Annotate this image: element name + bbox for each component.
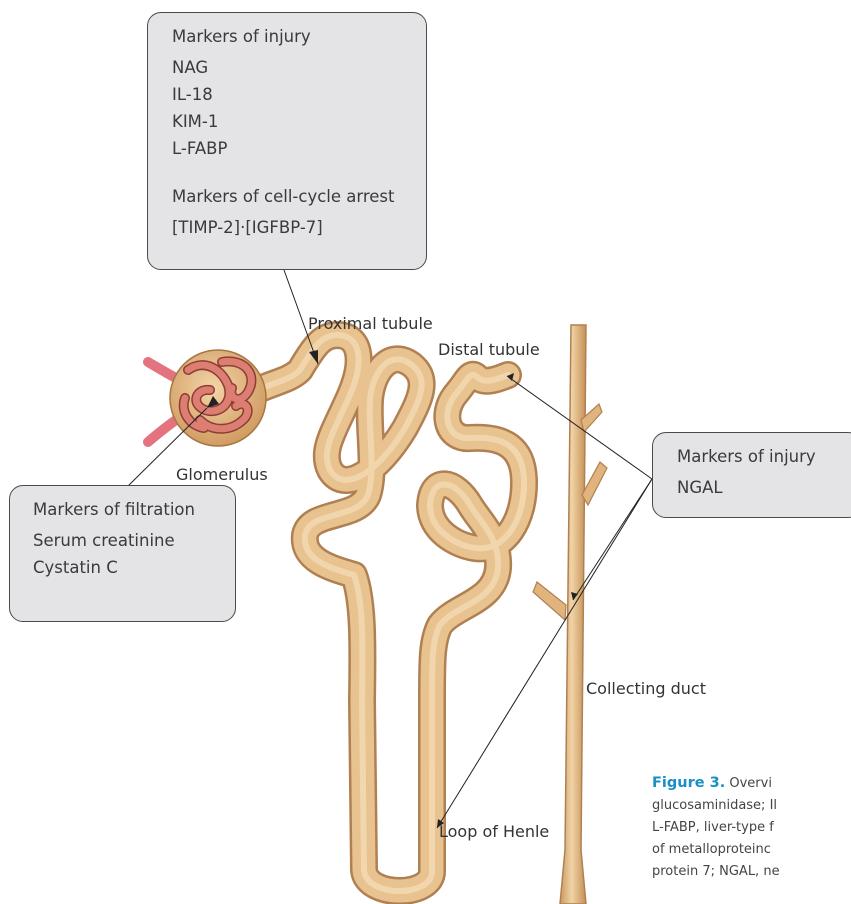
marker-item: NAG — [172, 54, 426, 81]
caption-line: Overvi — [729, 776, 772, 791]
renal-tubule — [258, 335, 524, 891]
caption-line: glucosaminidase; Il — [652, 795, 851, 817]
marker-item: NGAL — [677, 474, 851, 501]
label-proximal-tubule: Proximal tubule — [308, 314, 433, 333]
caption-line: of metalloproteinc — [652, 839, 851, 861]
box-title-injury: Markers of injury — [677, 443, 851, 470]
box-title-injury: Markers of injury — [172, 23, 426, 50]
collecting-duct — [533, 325, 607, 904]
marker-item: Serum creatinine — [33, 527, 235, 554]
caption-line: L-FABP, liver-type f — [652, 817, 851, 839]
callout-box-injury-ngal: Markers of injury NGAL — [652, 432, 851, 518]
label-glomerulus: Glomerulus — [176, 465, 268, 484]
marker-item: [TIMP-2]·[IGFBP-7] — [172, 214, 426, 241]
callout-line-henle — [437, 479, 652, 828]
label-distal-tubule: Distal tubule — [438, 340, 540, 359]
box-title-cell-cycle-arrest: Markers of cell-cycle arrest — [172, 183, 426, 210]
callout-box-filtration: Markers of filtration Serum creatinine C… — [9, 485, 236, 622]
marker-item: Cystatin C — [33, 554, 235, 581]
label-collecting-duct: Collecting duct — [586, 679, 706, 698]
marker-item: IL-18 — [172, 81, 426, 108]
caption-line: protein 7; NGAL, ne — [652, 861, 851, 883]
marker-item: KIM-1 — [172, 108, 426, 135]
label-loop-of-henle: Loop of Henle — [439, 822, 549, 841]
figure-number: Figure 3. — [652, 775, 725, 791]
callout-box-injury-arrest: Markers of injury NAG IL-18 KIM-1 L-FABP… — [147, 12, 427, 270]
figure-caption: Figure 3. Overvi glucosaminidase; Il L-F… — [652, 772, 851, 904]
glomerulus — [170, 350, 266, 446]
box-title-filtration: Markers of filtration — [33, 496, 235, 523]
marker-item: L-FABP — [172, 135, 426, 162]
